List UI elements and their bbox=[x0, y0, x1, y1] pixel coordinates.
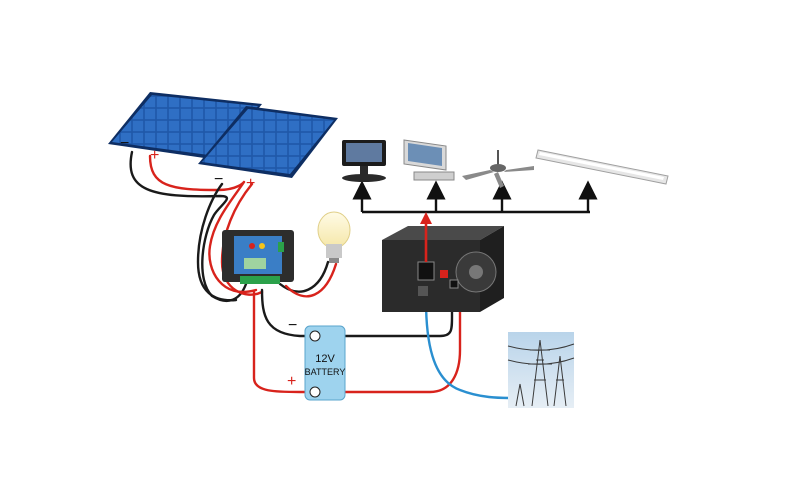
power-grid-icon bbox=[507, 332, 575, 408]
light-bulb-icon bbox=[317, 211, 351, 263]
panel-right-minus: − bbox=[214, 171, 223, 188]
panel-left-plus: + bbox=[150, 147, 159, 164]
battery: 12V BATTERY bbox=[304, 325, 346, 401]
battery-voltage: 12V bbox=[315, 353, 335, 365]
bulb-wire-red bbox=[284, 262, 338, 298]
bulb-wire-black bbox=[278, 260, 330, 293]
charge-controller bbox=[222, 230, 294, 284]
inverter-negative-wire bbox=[318, 292, 454, 338]
panel2-negative-wire bbox=[196, 182, 238, 302]
inverter-positive-wire bbox=[318, 294, 462, 394]
battery-plus-sign: + bbox=[287, 373, 296, 390]
grid-ac-wire bbox=[424, 298, 514, 400]
panel-left-minus: − bbox=[120, 135, 129, 152]
battery-negative-wire bbox=[260, 288, 318, 338]
battery-minus-sign: − bbox=[288, 317, 297, 334]
tv-icon bbox=[342, 140, 386, 182]
computer-icon bbox=[403, 139, 455, 181]
tube-light-icon bbox=[535, 149, 669, 185]
battery-label: BATTERY bbox=[305, 367, 346, 377]
load-distribution-arrows bbox=[352, 180, 598, 214]
solar-panel-right bbox=[198, 106, 338, 178]
inverter-output-arrow bbox=[420, 212, 432, 262]
panel-right-plus: + bbox=[246, 175, 255, 192]
battery-positive-wire bbox=[252, 290, 318, 394]
ceiling-fan-icon bbox=[462, 150, 534, 188]
dc-wires bbox=[129, 150, 514, 400]
inverter bbox=[382, 226, 504, 312]
